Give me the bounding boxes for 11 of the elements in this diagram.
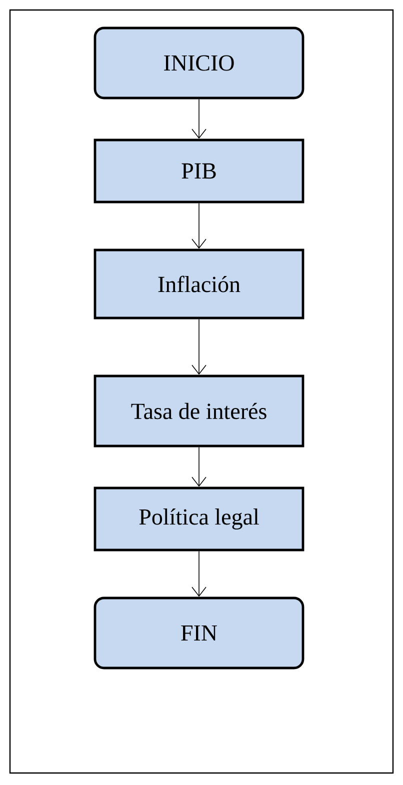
arrow — [192, 202, 206, 249]
process-box: PIB — [94, 138, 304, 204]
arrow — [192, 318, 206, 375]
arrow — [192, 550, 206, 597]
process-box: Tasa de interés — [94, 374, 304, 448]
terminal-box: INICIO — [94, 26, 304, 100]
arrow — [192, 446, 206, 487]
process-box: Inflación — [94, 248, 304, 320]
process-box: Política legal — [94, 486, 304, 552]
terminal-box: FIN — [94, 596, 304, 670]
arrow — [192, 98, 206, 139]
